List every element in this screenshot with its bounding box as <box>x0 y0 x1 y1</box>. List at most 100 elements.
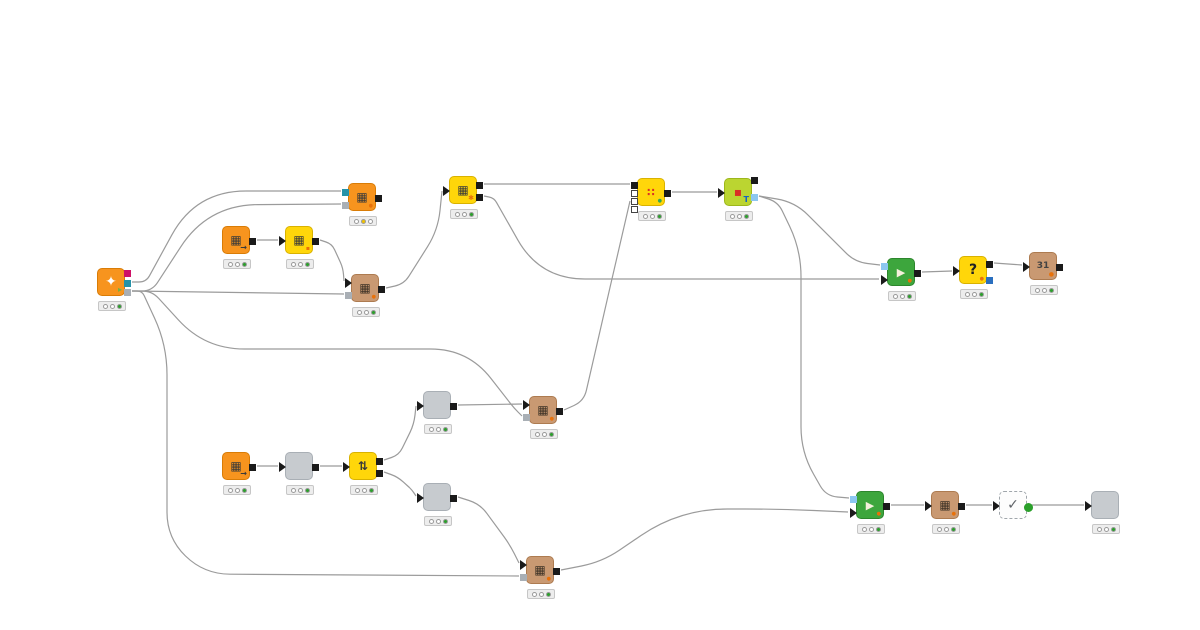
edge-model-prep-node-to-learner-1[interactable] <box>758 195 881 266</box>
node-gray-node-3[interactable] <box>417 483 457 526</box>
edge-source-node-to-joiner-1[interactable] <box>131 290 345 295</box>
learner-1-input-port-0[interactable] <box>881 262 888 270</box>
joiner-2-output-port-2[interactable] <box>556 407 563 415</box>
edge-joiner-1-to-groupby-node[interactable] <box>385 190 443 289</box>
partition-node-output-port-1[interactable] <box>376 457 383 465</box>
writer-node-output-port-2[interactable] <box>375 194 382 202</box>
node-multi-input-node[interactable]: ∷● <box>631 178 671 221</box>
gray-node-1-input-port-0[interactable] <box>279 462 286 472</box>
multi-input-node-input-port-0[interactable] <box>631 181 638 189</box>
model-prep-node-input-port-0[interactable] <box>718 188 725 198</box>
edge-filter-node-to-joiner-1[interactable] <box>319 239 345 282</box>
node-table-view-node[interactable]: ▦● <box>925 491 965 534</box>
reader-bottom-output-port-0[interactable] <box>249 463 256 471</box>
multi-input-node-input-port-1[interactable] <box>631 189 638 197</box>
source-node-output-port-1[interactable] <box>124 279 131 287</box>
joiner-2-input-port-0[interactable] <box>523 400 530 410</box>
joiner-1-input-port-0[interactable] <box>345 278 352 288</box>
node-reader-top[interactable]: ▦→ <box>222 226 256 269</box>
status-dot <box>868 526 874 532</box>
node-gray-node-1[interactable] <box>279 452 319 495</box>
learner-1-output-port-2[interactable] <box>914 269 921 277</box>
edge-predictor-node-to-scorer-node[interactable] <box>993 262 1023 266</box>
edge-learner-1-to-predictor-node[interactable] <box>921 270 953 273</box>
status-dot <box>353 218 359 224</box>
writer-node-input-port-0[interactable] <box>342 188 349 196</box>
filter-node-output-port-1[interactable] <box>312 237 319 245</box>
status-dot <box>241 487 247 493</box>
node-gray-node-4[interactable] <box>1085 491 1120 534</box>
multi-input-node-input-port-3[interactable] <box>631 205 638 213</box>
node-groupby-node[interactable]: ▦✱ <box>443 176 483 219</box>
gray-node-2-output-port-1[interactable] <box>450 402 457 410</box>
node-writer-node[interactable]: ▦● <box>342 183 382 226</box>
scorer-node-output-port-1[interactable] <box>1056 263 1063 271</box>
gray-node-1-output-port-1[interactable] <box>312 463 319 471</box>
edge-partition-node-to-gray-node-2[interactable] <box>383 405 417 461</box>
learner-1-input-port-1[interactable] <box>881 275 888 285</box>
node-joiner-1[interactable]: ▦● <box>345 274 385 317</box>
node-partition-node[interactable]: ⇅ <box>343 452 383 495</box>
groupby-node-output-port-2[interactable] <box>476 193 483 201</box>
source-node-output-port-0[interactable] <box>124 269 131 277</box>
joiner-1-output-port-2[interactable] <box>378 285 385 293</box>
node-learner-2[interactable]: ▶● <box>850 491 890 534</box>
edge-model-prep-node-to-learner-2[interactable] <box>758 195 850 499</box>
predictor-node-output-port-1[interactable] <box>986 260 993 268</box>
scorer-node-input-port-0[interactable] <box>1023 262 1030 272</box>
edge-partition-node-to-gray-node-3[interactable] <box>383 471 417 497</box>
edge-gray-node-2-to-joiner-2[interactable] <box>457 403 523 406</box>
joiner-2-input-port-1[interactable] <box>523 413 530 421</box>
node-component-node[interactable]: ✓ <box>993 491 1033 519</box>
learner-2-input-port-1[interactable] <box>850 508 857 518</box>
joiner-3-input-port-0[interactable] <box>520 560 527 570</box>
gray-node-3-output-port-1[interactable] <box>450 494 457 502</box>
gray-node-4-input-port-0[interactable] <box>1085 501 1092 511</box>
edge-source-node-to-joiner-2[interactable] <box>132 290 523 417</box>
node-filter-node[interactable]: ▦▪ <box>279 226 319 269</box>
edge-source-node-to-writer-node[interactable] <box>132 203 342 292</box>
model-prep-node-output-port-1[interactable] <box>751 176 758 184</box>
partition-node-input-port-0[interactable] <box>343 462 350 472</box>
node-gray-node-2[interactable] <box>417 391 457 434</box>
predictor-node-output-port-2[interactable] <box>986 276 993 284</box>
node-joiner-2[interactable]: ▦● <box>523 396 563 439</box>
node-predictor-node[interactable]: ?● <box>953 256 993 299</box>
component-node-output-port-1[interactable] <box>1024 502 1033 512</box>
groupby-node-input-port-0[interactable] <box>443 186 450 196</box>
node-learner-1[interactable]: ▶● <box>881 258 921 301</box>
model-prep-node-output-port-2[interactable] <box>751 193 758 201</box>
node-reader-bottom[interactable]: ▦→ <box>222 452 256 495</box>
learner-2-output-port-2[interactable] <box>883 502 890 510</box>
status-dot <box>363 309 369 315</box>
learner-2-input-port-0[interactable] <box>850 495 857 503</box>
edge-joiner-2-to-multi-input-node[interactable] <box>563 200 631 411</box>
table-view-node-output-port-1[interactable] <box>958 502 965 510</box>
node-joiner-3[interactable]: ▦● <box>520 556 560 599</box>
edge-joiner-3-to-learner-2[interactable] <box>560 508 849 571</box>
edge-source-node-to-joiner-3[interactable] <box>132 290 520 577</box>
table-view-node-input-port-0[interactable] <box>925 501 932 511</box>
predictor-node-input-port-0[interactable] <box>953 266 960 276</box>
gray-node-2-input-port-0[interactable] <box>417 401 424 411</box>
component-node-input-port-0[interactable] <box>993 501 1000 511</box>
multi-input-node-output-port-4[interactable] <box>664 189 671 197</box>
edge-source-node-to-writer-node[interactable] <box>132 190 341 283</box>
filter-node-input-port-0[interactable] <box>279 236 286 246</box>
multi-input-node-input-port-2[interactable] <box>631 197 638 205</box>
gray-node-3-input-port-0[interactable] <box>417 493 424 503</box>
source-node-output-port-2[interactable] <box>124 288 131 296</box>
reader-top-output-port-0[interactable] <box>249 237 256 245</box>
edge-groupby-node-to-learner-1[interactable] <box>483 195 879 280</box>
writer-node-input-port-1[interactable] <box>342 201 349 209</box>
partition-node-output-port-2[interactable] <box>376 469 383 477</box>
groupby-node-output-port-1[interactable] <box>476 181 483 189</box>
joiner-1-input-port-1[interactable] <box>345 291 352 299</box>
edge-gray-node-3-to-joiner-3[interactable] <box>457 496 520 564</box>
node-model-prep-node[interactable]: ▪T <box>718 176 758 221</box>
joiner-3-output-port-2[interactable] <box>553 567 560 575</box>
joiner-3-input-port-1[interactable] <box>520 573 527 581</box>
node-source-node[interactable]: ✦▸ <box>97 268 131 311</box>
node-scorer-node[interactable]: 31● <box>1023 252 1063 295</box>
